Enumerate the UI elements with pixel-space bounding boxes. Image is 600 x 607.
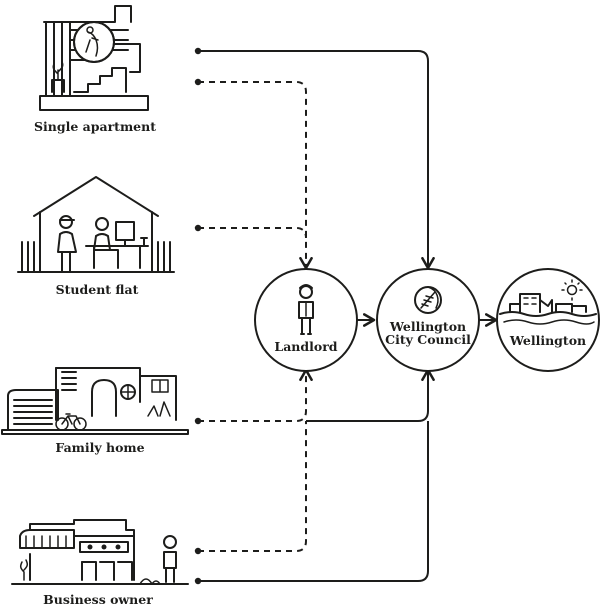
source-label-family-home: Family home <box>55 440 144 455</box>
landlord-label: Landlord <box>274 339 337 354</box>
business-owner-illustration <box>11 519 189 585</box>
line-business-owner-to-landlord <box>198 421 307 552</box>
line-family-home-to-council <box>306 368 435 422</box>
wellington-label: Wellington <box>509 333 586 348</box>
start-dot <box>194 547 202 555</box>
line-family-home-to-landlord <box>198 368 313 422</box>
start-dot <box>194 78 202 86</box>
single-apartment-illustration <box>39 5 149 111</box>
start-dot <box>194 47 202 55</box>
source-label-business-owner: Business owner <box>43 592 153 607</box>
council-node: Wellington City Council <box>376 268 480 372</box>
line-single-apartment-to-landlord <box>198 81 313 270</box>
council-label-line2: City Council <box>385 332 471 347</box>
start-dot <box>194 224 202 232</box>
start-dot <box>194 417 202 425</box>
line-single-apartment-to-council <box>198 50 435 270</box>
city-skyline-icon <box>499 279 597 325</box>
source-label-single-apartment: Single apartment <box>34 119 156 134</box>
wellington-node: Wellington <box>496 268 600 372</box>
connection-lines <box>194 47 498 585</box>
landlord-node: Landlord <box>254 268 358 372</box>
start-dot <box>194 577 202 585</box>
line-student-flat-to-landlord <box>198 227 307 239</box>
source-label-student-flat: Student flat <box>56 282 139 297</box>
student-flat-illustration <box>17 176 175 273</box>
council-label-line1: Wellington <box>389 319 466 334</box>
family-home-illustration <box>1 367 189 435</box>
person-icon <box>298 284 314 335</box>
line-business-owner-to-council <box>198 421 429 582</box>
council-leaf-logo-icon <box>414 286 442 314</box>
